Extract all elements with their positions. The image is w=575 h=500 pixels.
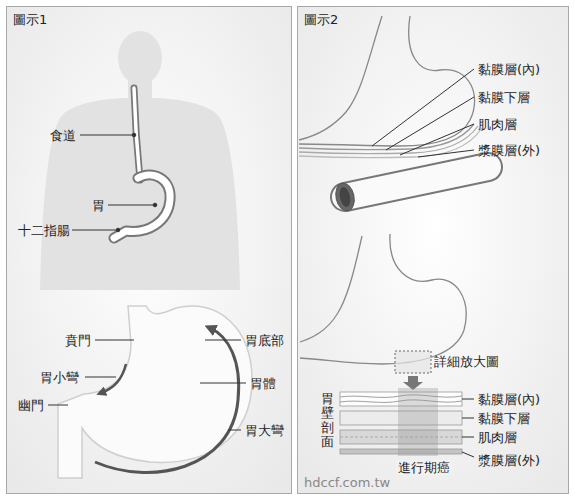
lesser-curvature-arrow (101, 364, 126, 393)
panel-frame: 圖示2 (297, 6, 569, 494)
part-label: 胃 (92, 198, 105, 213)
stomach-outline (300, 234, 466, 364)
leader-lines (72, 133, 157, 232)
greater-curvature-arrow (95, 328, 239, 472)
part-label: 賁門 (65, 333, 91, 348)
layer-label: 黏膜層(內) (478, 62, 540, 77)
layer-label: 黏膜下層 (478, 90, 530, 105)
layer-label: 漿膜層(外) (478, 453, 540, 468)
intestine-tube (333, 167, 488, 213)
panel-ground (297, 6, 569, 494)
part-label: 食道 (50, 128, 76, 143)
digestive-tract (114, 88, 170, 238)
part-label: 十二指腸 (18, 223, 70, 238)
part-label: 胃體 (250, 376, 276, 391)
layer-label: 肌肉層 (478, 117, 517, 132)
part-label: 胃底部 (245, 333, 284, 348)
watermark: hdccf.com.tw (304, 475, 390, 490)
leader-lines (372, 69, 474, 157)
stomach-wall-view (299, 16, 482, 158)
leader-lines (462, 399, 474, 457)
panel-heading: 圖示1 (7, 7, 53, 33)
stomach-shape (58, 306, 252, 478)
layer-label: 肌肉層 (478, 430, 517, 445)
wall-section (340, 388, 462, 456)
body-silhouette (40, 31, 240, 290)
leader-lines (48, 340, 246, 430)
part-label: 胃大彎 (245, 423, 284, 438)
part-label: 幽門 (18, 398, 44, 413)
layer-label: 漿膜層(外) (478, 143, 540, 158)
panel-ground (6, 6, 292, 494)
part-label: 胃小彎 (40, 370, 79, 385)
layer-label: 黏膜層(內) (478, 392, 540, 407)
zoom-box (395, 351, 431, 373)
tumor-label: 進行期癌 (396, 460, 452, 475)
panel-heading: 圖示2 (298, 7, 344, 33)
layer-label: 黏膜下層 (478, 411, 530, 426)
zoom-arrow (403, 376, 423, 390)
section-label: 胃壁剖面 (321, 392, 334, 449)
panel-frame: 圖示1 (6, 6, 292, 494)
callout-label: 詳細放大圖 (434, 354, 499, 369)
